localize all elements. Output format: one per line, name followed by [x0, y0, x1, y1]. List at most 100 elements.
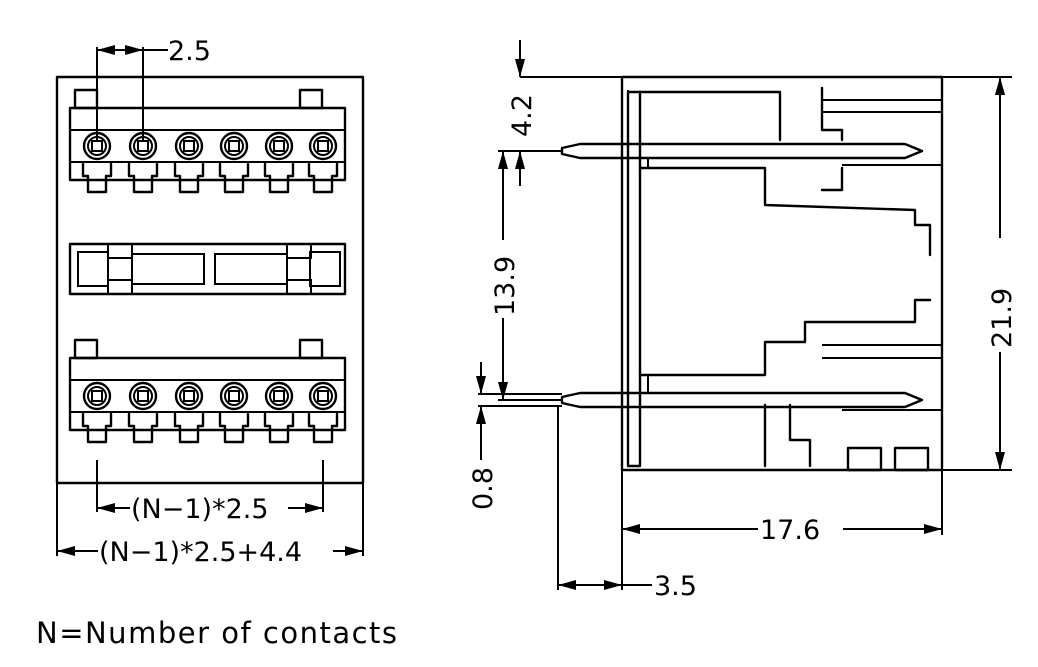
contact-pin-square	[183, 140, 195, 152]
lower-latch-right	[298, 338, 324, 360]
contact-inner-ring	[133, 386, 153, 406]
contact-solder-tail	[173, 412, 205, 444]
bottom-offset-label: 0.8	[468, 467, 499, 510]
top-offset-dimension: 4.2	[507, 40, 622, 186]
lower-contact	[127, 381, 159, 444]
contact-pin-square	[228, 140, 240, 152]
contact-ring	[128, 381, 158, 411]
contact-inner-ring	[313, 386, 333, 406]
bottom-offset-dimension: 0.8	[468, 362, 562, 510]
contact-pin-square	[137, 140, 149, 152]
upper-block-body	[68, 106, 347, 182]
contact-pin-square	[137, 390, 149, 402]
lower-contact	[173, 381, 205, 444]
depth-dimension: 17.6	[621, 470, 943, 590]
lower-latch-left	[73, 338, 99, 360]
middle-housing-tab	[286, 279, 312, 295]
middle-housing-body	[68, 242, 347, 296]
middle-housing-window	[214, 253, 288, 285]
contact-ring	[174, 381, 204, 411]
pin-spacing-dimension: 13.9	[490, 150, 562, 401]
housing-profile-upper	[638, 166, 932, 257]
contact-solder-tail	[81, 412, 113, 444]
contact-solder-tail	[173, 162, 205, 194]
contact-solder-tail	[218, 162, 250, 194]
middle-housing	[68, 242, 347, 296]
upper-terminal-block	[68, 88, 347, 194]
pitch-dimension: 2.5	[96, 36, 211, 140]
upper-pin	[560, 142, 924, 168]
upper-latch-right	[298, 88, 324, 110]
upper-contact	[263, 131, 295, 194]
height-dimension: 21.9	[942, 76, 1018, 471]
pcb-peg	[846, 446, 883, 472]
upper-latch-profile	[820, 86, 844, 142]
span-dimension: (N−1)*2.5	[96, 460, 324, 525]
width-label: (N−1)*2.5+4.4	[99, 537, 302, 568]
upper-latch-left	[73, 88, 99, 110]
upper-pin-body	[560, 142, 924, 160]
lower-foot-inner	[788, 403, 812, 468]
upper-contact-row	[81, 131, 339, 194]
contact-pin-square	[317, 390, 329, 402]
front-view-outline	[55, 75, 365, 485]
middle-housing-slot	[77, 251, 109, 287]
upper-contact	[307, 131, 339, 194]
front-view: 2.5 (N−1)*2.5 (N−1)*2.5+4.4	[55, 36, 365, 568]
contact-ring	[308, 131, 338, 161]
housing-profile-lower	[638, 298, 932, 377]
contact-solder-tail	[307, 162, 339, 194]
contact-pin-square	[91, 140, 103, 152]
contacts-note: N=Number of contacts	[36, 616, 399, 650]
upper-latch-foot	[820, 166, 844, 192]
pin-spacing-label: 13.9	[490, 256, 521, 316]
contact-ring	[219, 381, 249, 411]
lower-contact-row	[81, 381, 339, 444]
upper-contact	[218, 131, 250, 194]
contact-pin-square	[273, 390, 285, 402]
contact-inner-ring	[313, 136, 333, 156]
contact-inner-ring	[179, 386, 199, 406]
contact-inner-ring	[269, 136, 289, 156]
middle-housing-tab	[107, 243, 133, 259]
contact-pin-square	[228, 390, 240, 402]
contact-inner-ring	[179, 136, 199, 156]
contact-solder-tail	[127, 412, 159, 444]
contact-solder-tail	[218, 412, 250, 444]
upper-contact	[173, 131, 205, 194]
contact-inner-ring	[87, 386, 107, 406]
middle-housing-tab	[286, 243, 312, 259]
contact-solder-tail	[307, 412, 339, 444]
span-label: (N−1)*2.5	[131, 494, 269, 525]
contact-ring	[219, 131, 249, 161]
contact-pin-square	[317, 140, 329, 152]
contact-solder-tail	[127, 162, 159, 194]
upper-cavity	[638, 90, 782, 142]
pitch-label: 2.5	[168, 36, 211, 67]
contact-solder-tail	[263, 162, 295, 194]
lower-pin	[560, 375, 924, 409]
middle-housing-slot	[309, 251, 341, 287]
pin-length-label: 3.5	[654, 571, 697, 602]
lower-contact	[307, 381, 339, 444]
lower-pin-body	[560, 391, 924, 409]
contact-pin-square	[91, 390, 103, 402]
contact-ring	[264, 131, 294, 161]
lower-contact	[263, 381, 295, 444]
middle-housing-window	[131, 253, 205, 285]
side-view-outline	[620, 75, 944, 472]
top-offset-label: 4.2	[507, 94, 538, 137]
width-dimension: (N−1)*2.5+4.4	[56, 483, 364, 568]
contact-pin-square	[273, 140, 285, 152]
depth-label: 17.6	[760, 515, 820, 546]
height-label: 21.9	[987, 288, 1018, 348]
lower-block-body	[68, 356, 347, 432]
contact-ring	[82, 381, 112, 411]
contact-ring	[264, 381, 294, 411]
contact-ring	[174, 131, 204, 161]
contact-inner-ring	[269, 386, 289, 406]
contact-pin-square	[183, 390, 195, 402]
contact-solder-tail	[263, 412, 295, 444]
